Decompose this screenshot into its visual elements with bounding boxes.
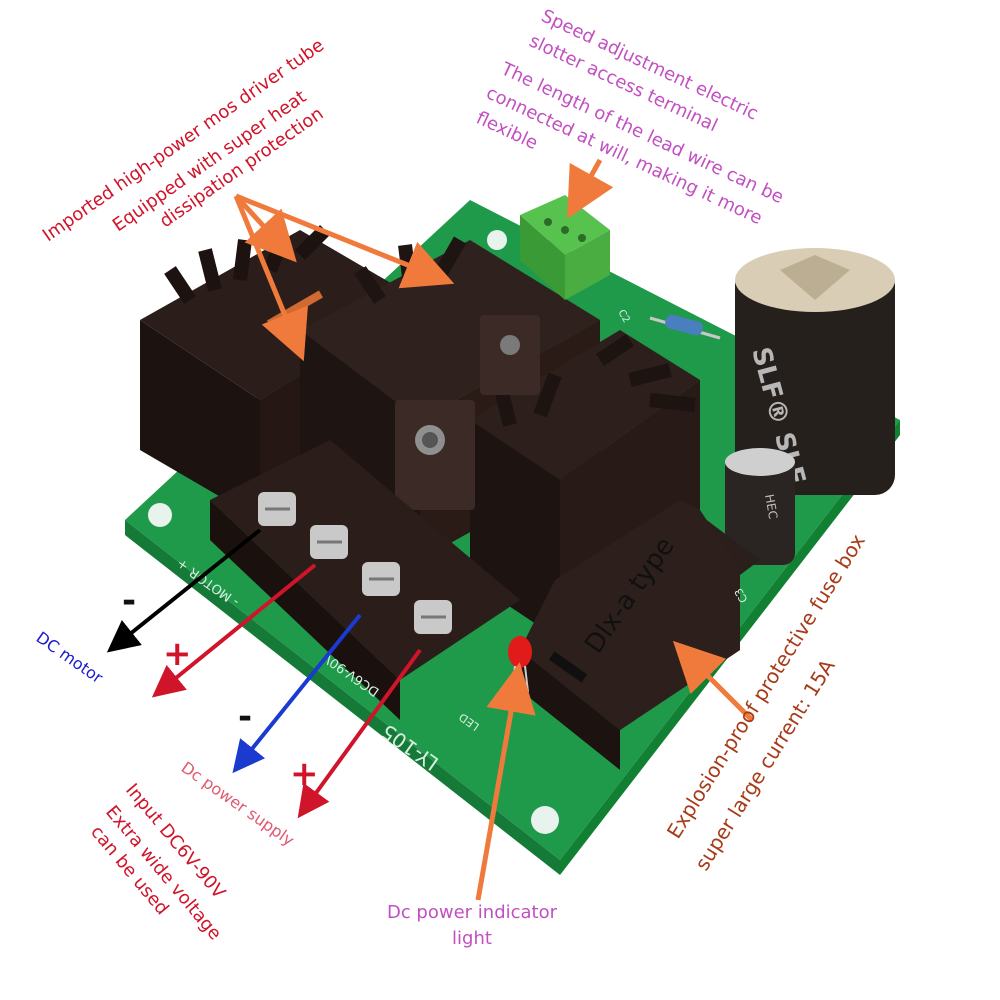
mos-arrow	[234, 194, 297, 263]
indicator-label-line1: Dc power indicator	[387, 902, 558, 923]
mount-hole	[487, 230, 507, 250]
mount-hole	[148, 503, 172, 527]
pcb-c3: C3	[732, 586, 751, 605]
mos-transistor	[395, 315, 540, 510]
dc-power-supply-label: Dc power supply	[178, 758, 298, 850]
supply-plus-arrow	[297, 648, 422, 819]
connector-arrow	[567, 158, 614, 219]
resistor	[649, 314, 721, 340]
supply-minus-arrow	[232, 613, 362, 774]
small-capacitor: HEC	[725, 448, 795, 565]
motor-minus-sign: -	[122, 581, 136, 621]
indicator-annotation: Dc power indicator light	[387, 902, 558, 949]
led-arrow	[475, 662, 536, 901]
mount-hole	[531, 806, 559, 834]
green-connector	[520, 195, 610, 300]
motor-minus-arrow	[106, 528, 262, 653]
speed-annotation: Speed adjustment electric slotter access…	[473, 5, 787, 229]
supply-minus-sign: -	[238, 697, 252, 737]
motor-plus-arrow	[151, 563, 317, 698]
motor-plus-sign: +	[163, 634, 192, 674]
terminal-block	[210, 440, 520, 720]
capacitor-small-label: HEC	[762, 493, 780, 520]
fuse-arrow	[672, 640, 754, 722]
dc-motor-label: DC motor	[33, 628, 107, 688]
mos-arrow	[235, 193, 455, 289]
input-annotation: Input DC6V-90V Extra wide voltage can be…	[86, 780, 230, 945]
supply-plus-sign: +	[290, 754, 319, 794]
indicator-label-line2: light	[452, 928, 492, 949]
